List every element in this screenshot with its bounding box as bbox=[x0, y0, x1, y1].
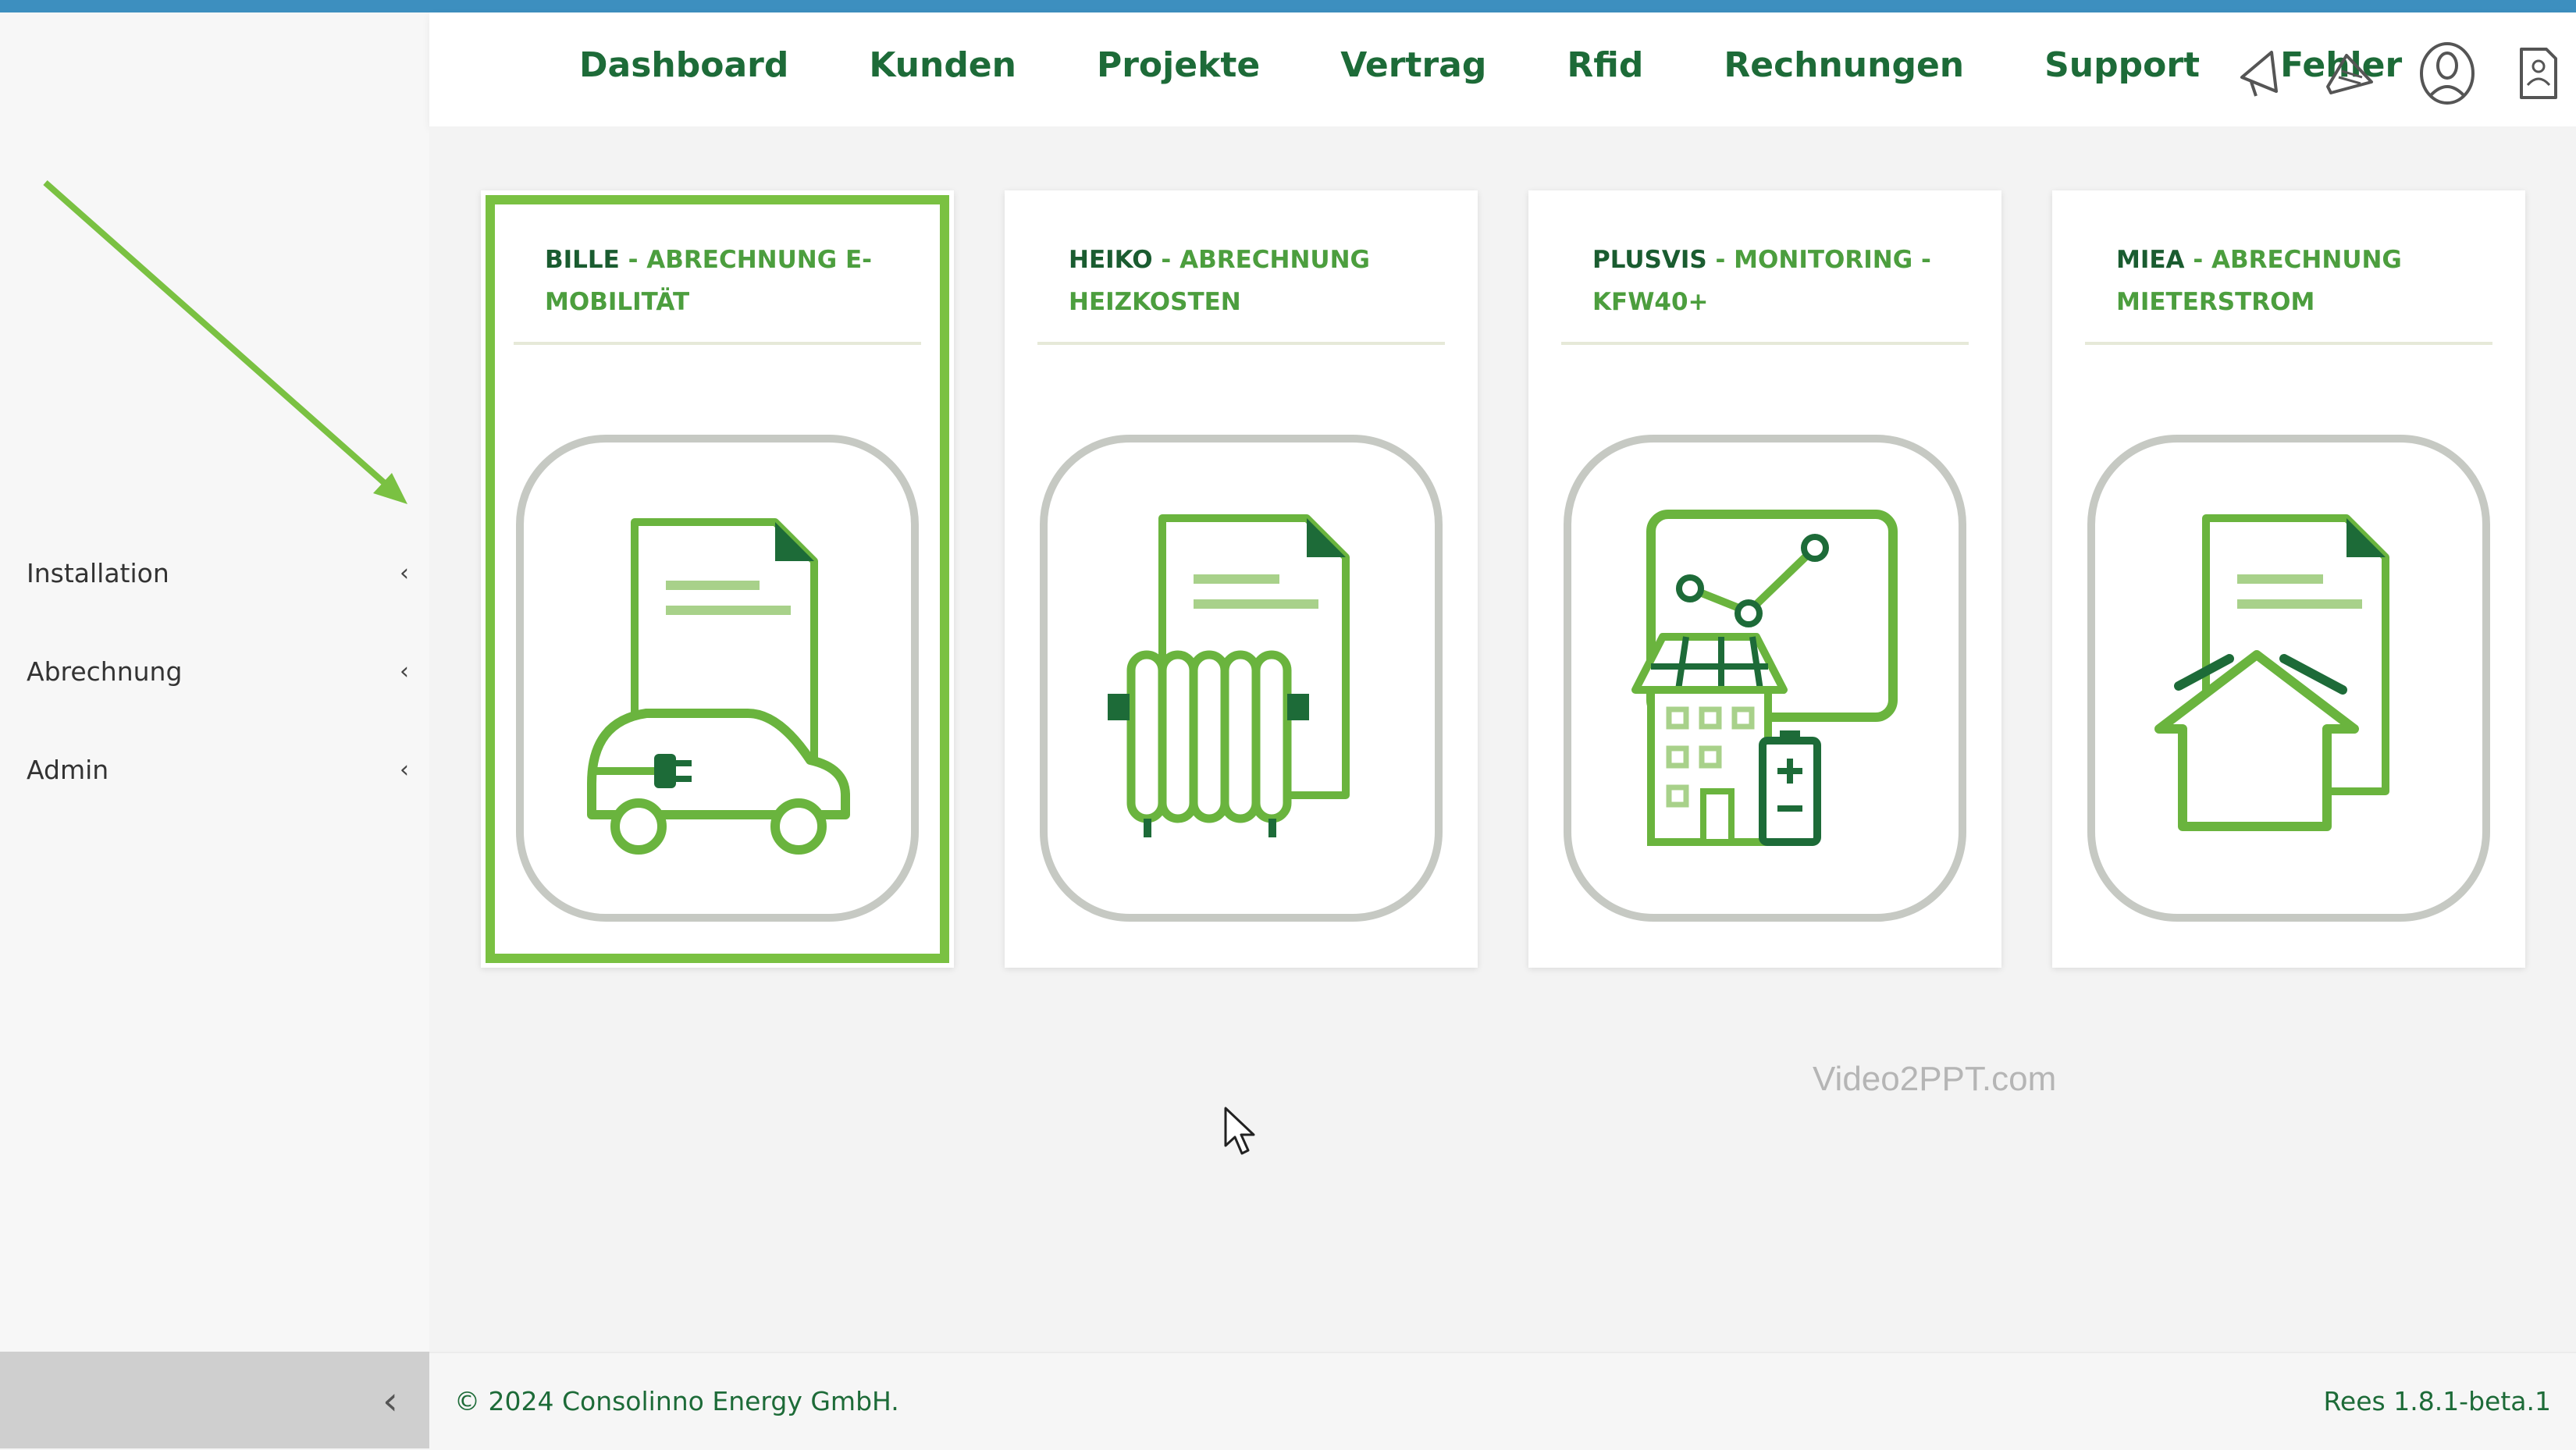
card-divider bbox=[2085, 342, 2492, 345]
chevron-left-icon: ‹ bbox=[400, 755, 409, 784]
chevron-left-icon: ‹ bbox=[400, 559, 409, 587]
page-footer: © 2024 Consolinno Energy GmbH. Rees 1.8.… bbox=[429, 1352, 2576, 1450]
sidebar-item-admin[interactable]: Admin ‹ bbox=[27, 738, 409, 801]
top-accent-line bbox=[0, 0, 2576, 12]
sidebar-item-label: Installation bbox=[27, 557, 169, 588]
user-circle-icon[interactable] bbox=[2418, 41, 2476, 109]
nav-kunden[interactable]: Kunden bbox=[869, 45, 1016, 85]
ev-billing-icon bbox=[514, 432, 921, 924]
card-divider bbox=[1037, 342, 1445, 345]
nav-rechnungen[interactable]: Rechnungen bbox=[1724, 45, 1965, 85]
sidebar-item-label: Admin bbox=[27, 754, 109, 785]
tenant-power-icon bbox=[2085, 432, 2492, 924]
sidebar: Installation ‹ Abrechnung ‹ Admin ‹ bbox=[0, 12, 429, 1352]
heating-billing-icon bbox=[1037, 432, 1445, 924]
sidebar-item-installation[interactable]: Installation ‹ bbox=[27, 542, 409, 604]
sidebar-item-abrechnung[interactable]: Abrechnung ‹ bbox=[27, 640, 409, 702]
card-bille[interactable]: BILLE - ABRECHNUNG E-MOBILITÄT bbox=[481, 190, 954, 968]
copyright-text: © 2024 Consolinno Energy GmbH. bbox=[454, 1386, 899, 1416]
card-title: HEIKO - ABRECHNUNG HEIZKOSTEN bbox=[1069, 246, 1370, 316]
watermark: Video2PPT.com bbox=[1813, 1060, 2057, 1098]
card-divider bbox=[1561, 342, 1969, 345]
main-content: BILLE - ABRECHNUNG E-MOBILITÄT HEIKO - A… bbox=[429, 126, 2576, 1352]
main-nav: Dashboard Kunden Projekte Vertrag Rfid R… bbox=[579, 45, 2402, 85]
card-title: MIEA - ABRECHNUNG MIETERSTROM bbox=[2116, 246, 2402, 316]
document-user-icon[interactable] bbox=[2517, 46, 2559, 104]
version-text: Rees 1.8.1-beta.1 bbox=[2323, 1386, 2551, 1416]
top-header: Dashboard Kunden Projekte Vertrag Rfid R… bbox=[429, 12, 2576, 126]
nav-dashboard[interactable]: Dashboard bbox=[579, 45, 789, 85]
sidebar-item-label: Abrechnung bbox=[27, 656, 183, 687]
sign-out-icon[interactable] bbox=[2323, 46, 2378, 104]
nav-projekte[interactable]: Projekte bbox=[1096, 45, 1261, 85]
nav-support[interactable]: Support bbox=[2044, 45, 2201, 85]
header-icons bbox=[2236, 41, 2559, 109]
nav-vertrag[interactable]: Vertrag bbox=[1340, 45, 1487, 85]
card-plusvis[interactable]: PLUSVIS - MONITORING - KFW40+ bbox=[1528, 190, 2001, 968]
collapse-sidebar-icon[interactable]: ‹ bbox=[382, 1378, 398, 1423]
nav-rfid[interactable]: Rfid bbox=[1567, 45, 1644, 85]
chevron-left-icon: ‹ bbox=[400, 657, 409, 685]
card-title: BILLE - ABRECHNUNG E-MOBILITÄT bbox=[545, 246, 873, 316]
megaphone-icon[interactable] bbox=[2236, 46, 2282, 104]
card-title: PLUSVIS - MONITORING - KFW40+ bbox=[1592, 246, 1931, 316]
monitoring-icon bbox=[1561, 432, 1969, 924]
card-divider bbox=[514, 342, 921, 345]
card-heiko[interactable]: HEIKO - ABRECHNUNG HEIZKOSTEN bbox=[1005, 190, 1478, 968]
mouse-cursor-icon bbox=[1224, 1107, 1255, 1155]
card-miea[interactable]: MIEA - ABRECHNUNG MIETERSTROM bbox=[2052, 190, 2525, 968]
sidebar-footer: ‹ bbox=[0, 1352, 429, 1448]
